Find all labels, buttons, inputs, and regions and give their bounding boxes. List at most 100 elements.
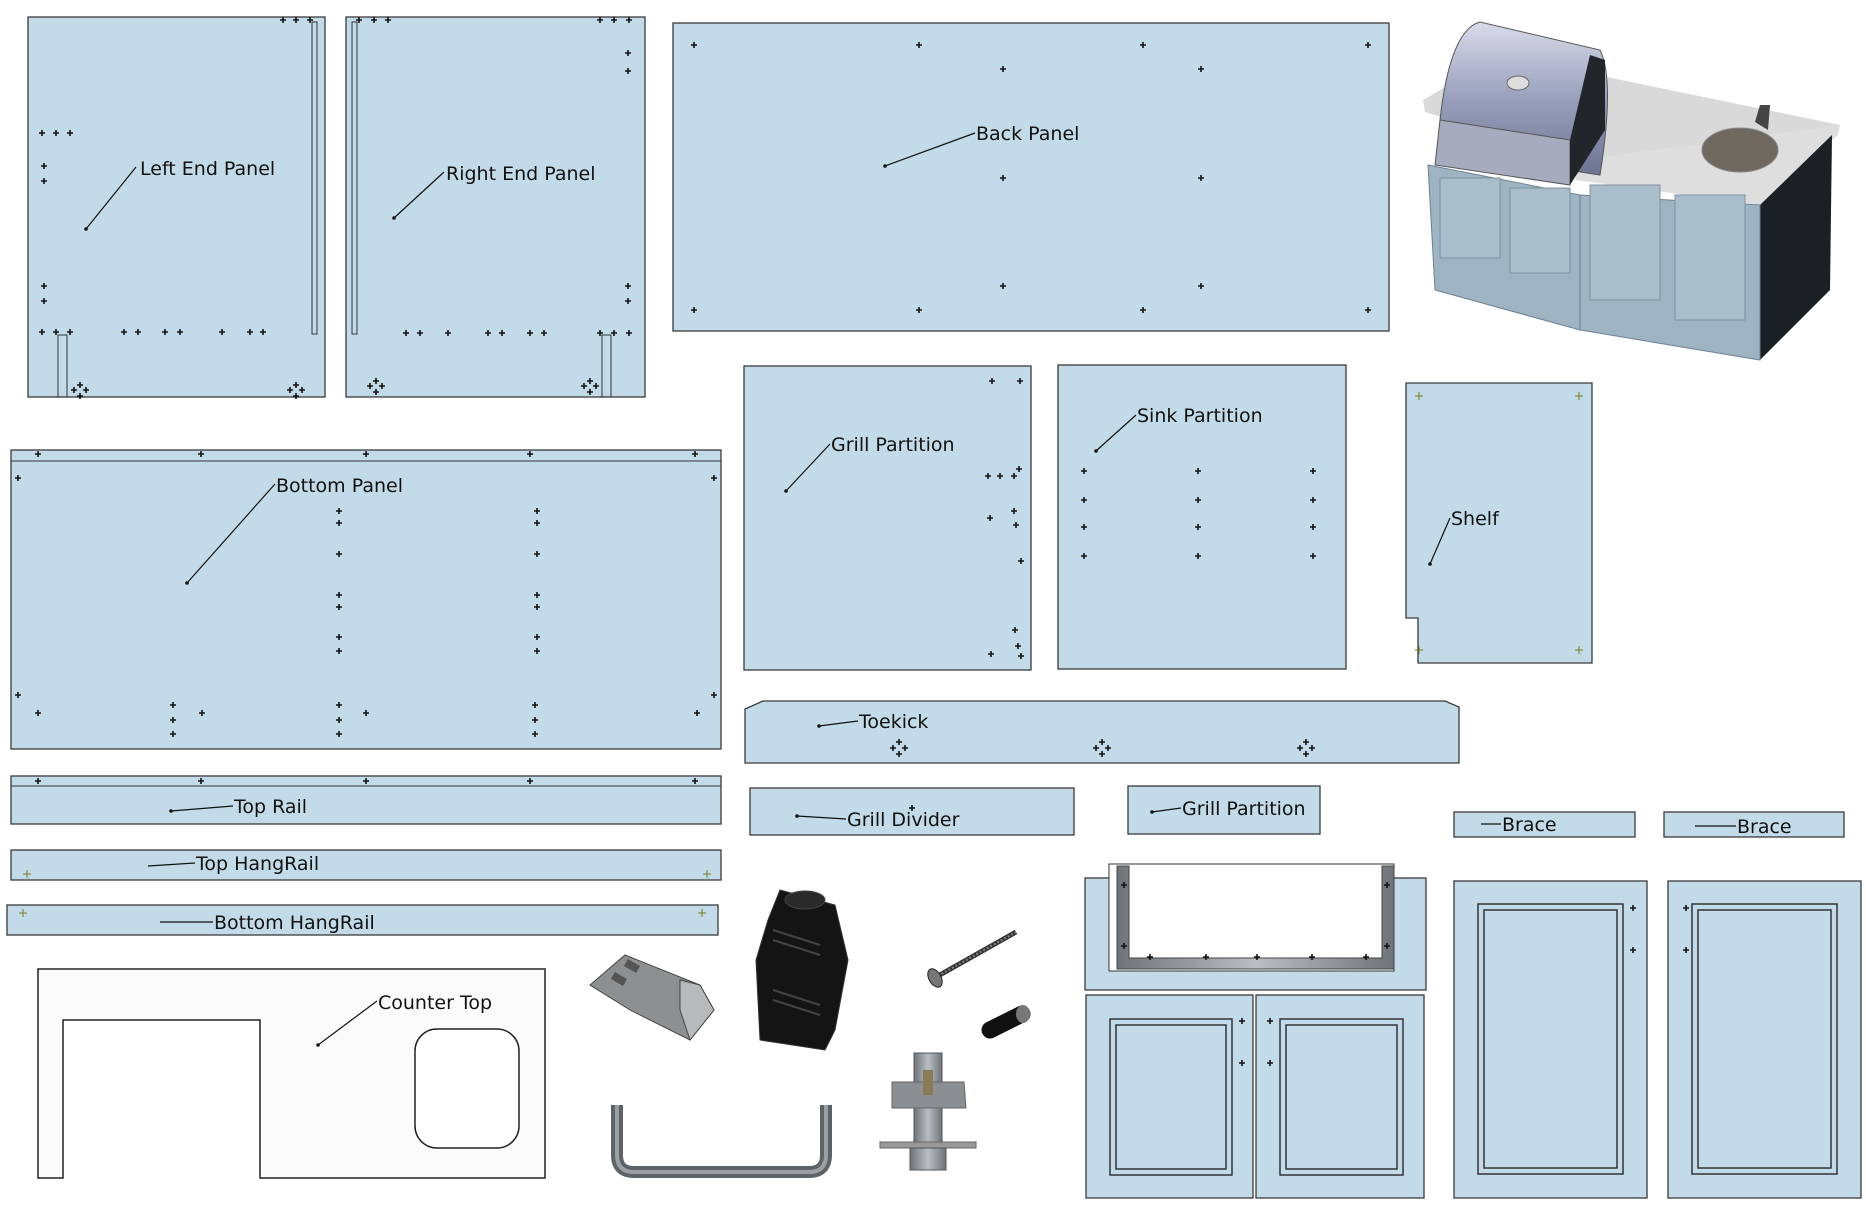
top-hangrail-label: Top HangRail <box>195 853 319 875</box>
back-panel[interactable]: Back Panel <box>672 22 1390 332</box>
drill-hole-marker <box>1683 947 1689 953</box>
drill-hole-marker <box>499 330 505 336</box>
drill-hole-marker <box>534 592 540 598</box>
drill-hole-marker <box>293 393 299 399</box>
left-end-panel[interactable]: Left End Panel <box>27 16 326 398</box>
assembled-cabinet-render <box>1423 21 1840 361</box>
drill-hole-marker <box>692 778 698 784</box>
dowel <box>981 1005 1031 1039</box>
drill-hole-marker <box>527 451 533 457</box>
drill-hole-marker <box>336 592 342 598</box>
grill-divider-panel[interactable]: Grill Divider <box>749 787 1075 836</box>
drill-hole-marker <box>170 717 176 723</box>
bottom-panel[interactable]: Bottom Panel <box>10 449 722 750</box>
bottom-hangrail-panel[interactable]: Bottom HangRail <box>6 904 719 936</box>
toekick-panel[interactable]: Toekick <box>744 700 1460 764</box>
drill-hole-marker <box>336 648 342 654</box>
drill-hole-marker <box>336 551 342 557</box>
cabinet-door-4[interactable] <box>1667 880 1862 1199</box>
drill-hole-marker <box>41 163 47 169</box>
top-rail-label: Top Rail <box>233 796 307 818</box>
drill-hole-marker <box>260 329 266 335</box>
drill-hole-marker <box>199 710 205 716</box>
drill-hole-marker <box>177 329 183 335</box>
sink-partition-panel[interactable]: Sink Partition <box>1057 364 1347 670</box>
drill-hole-marker <box>1310 497 1316 503</box>
drill-hole-marker <box>1093 745 1099 751</box>
drill-hole-marker <box>1310 524 1316 530</box>
grill-partition-strip[interactable]: Grill Partition <box>1127 785 1321 835</box>
brace-2-label: Brace <box>1737 816 1792 838</box>
cabinet-door-1[interactable] <box>1085 994 1254 1199</box>
drill-hole-marker <box>1081 524 1087 530</box>
drill-hole-marker <box>1363 954 1369 960</box>
drill-hole-marker <box>15 692 21 698</box>
drill-hole-marker <box>1303 751 1309 757</box>
drill-hole-marker <box>299 387 305 393</box>
toekick-label: Toekick <box>858 711 928 733</box>
drill-hole-marker <box>485 330 491 336</box>
brace-2[interactable]: Brace <box>1663 811 1845 838</box>
drill-hole-marker <box>711 692 717 698</box>
drill-hole-marker <box>363 778 369 784</box>
drill-hole-marker <box>121 329 127 335</box>
drill-hole-marker <box>1081 553 1087 559</box>
drill-hole-marker <box>53 329 59 335</box>
drill-hole-marker <box>1630 905 1636 911</box>
pilot-hole-marker <box>19 909 27 917</box>
drill-hole-marker <box>534 508 540 514</box>
drill-hole-marker <box>1011 473 1017 479</box>
drill-hole-marker <box>1018 653 1024 659</box>
grill-support-frame[interactable] <box>1084 863 1427 991</box>
drill-hole-marker <box>902 745 908 751</box>
drill-hole-marker <box>587 389 593 395</box>
drill-hole-marker <box>896 751 902 757</box>
drill-hole-marker <box>1267 1018 1273 1024</box>
top-hangrail-panel[interactable]: Top HangRail <box>10 849 722 881</box>
drill-hole-marker <box>534 648 540 654</box>
drill-hole-marker <box>336 702 342 708</box>
drill-hole-marker <box>916 307 922 313</box>
drill-hole-marker <box>985 473 991 479</box>
drill-hole-marker <box>534 520 540 526</box>
drill-hole-marker <box>373 378 379 384</box>
cabinet-door-2[interactable] <box>1255 994 1425 1199</box>
drill-hole-marker <box>691 42 697 48</box>
drill-hole-marker <box>1099 751 1105 757</box>
drill-hole-marker <box>280 17 286 23</box>
drill-hole-marker <box>1239 1018 1245 1024</box>
shelf-panel[interactable]: Shelf <box>1405 382 1593 664</box>
drill-hole-marker <box>1365 42 1371 48</box>
drill-holes <box>15 17 1689 1066</box>
pilot-hole-marker <box>1415 392 1423 400</box>
drill-hole-marker <box>597 17 603 23</box>
drill-hole-marker <box>247 329 253 335</box>
counter-top-panel[interactable]: Counter Top <box>37 968 546 1179</box>
grill-divider-label: Grill Divider <box>847 809 960 831</box>
drill-hole-marker <box>527 330 533 336</box>
right-end-panel[interactable]: Right End Panel <box>345 16 646 398</box>
drill-hole-marker <box>83 387 89 393</box>
grill-partition-panel[interactable]: Grill Partition <box>743 365 1032 671</box>
drill-hole-marker <box>71 387 77 393</box>
drill-hole-marker <box>611 17 617 23</box>
drill-hole-marker <box>417 330 423 336</box>
drill-hole-marker <box>691 307 697 313</box>
drill-hole-marker <box>1081 468 1087 474</box>
drill-hole-marker <box>1254 954 1260 960</box>
drill-hole-marker <box>198 451 204 457</box>
sink-partition-label: Sink Partition <box>1137 405 1263 427</box>
drill-hole-marker <box>1384 943 1390 949</box>
drill-hole-marker <box>170 702 176 708</box>
drill-hole-marker <box>1303 739 1309 745</box>
drill-hole-marker <box>909 805 915 811</box>
drill-hole-marker <box>1016 466 1022 472</box>
drill-hole-marker <box>1195 468 1201 474</box>
cabinet-door-3[interactable] <box>1453 880 1648 1199</box>
brace-1[interactable]: Brace <box>1453 811 1636 838</box>
right-end-panel-label: Right End Panel <box>446 163 595 185</box>
drill-hole-marker <box>219 329 225 335</box>
drill-hole-marker <box>39 329 45 335</box>
drill-hole-marker <box>39 130 45 136</box>
grill-partition-strip-label: Grill Partition <box>1182 798 1306 820</box>
